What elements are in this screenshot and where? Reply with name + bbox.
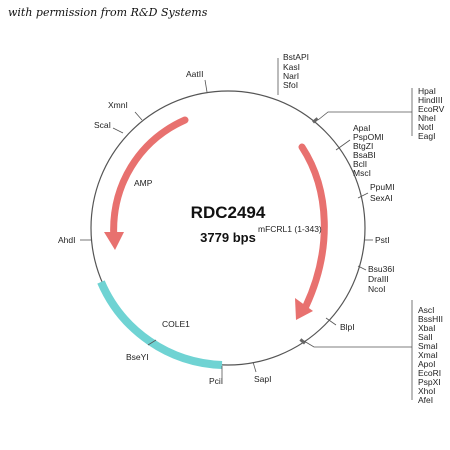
mcs2-site-10: AfeI	[418, 395, 433, 405]
site-bcli: BclI	[353, 159, 367, 169]
mcs1-site-1: HindIII	[418, 95, 443, 105]
mcs1-site-3: NheI	[418, 113, 436, 123]
blpi-tick	[325, 317, 337, 326]
mcs1-site-5: EagI	[418, 131, 436, 141]
insert-arrowhead	[295, 298, 313, 320]
site-sexai: SexAI	[370, 193, 393, 203]
credit-note: with permission from R&D Systems	[8, 6, 208, 19]
site-bseyi: BseYI	[126, 352, 149, 362]
site-blpi: BlpI	[340, 322, 355, 332]
plasmid-name: RDC2494	[191, 203, 266, 222]
backbone-circle	[90, 90, 366, 366]
amp-arrow	[110, 116, 189, 244]
site-xmni: XmnI	[108, 100, 128, 110]
site-apai: ApaI	[353, 123, 371, 133]
ppumi-tick	[357, 192, 369, 199]
site-sfoi: SfoI	[283, 80, 298, 90]
mcs1-site-4: NotI	[418, 122, 434, 132]
mcs2-site-0: AscI	[418, 305, 435, 315]
plasmid-size: 3779 bps	[200, 230, 256, 245]
aati-tick	[204, 79, 208, 93]
mcs1-leader	[317, 111, 412, 121]
mcs2-site-8: PspXI	[418, 377, 441, 387]
mcs2-site-4: SmaI	[418, 341, 438, 351]
mcs1-site-0: HpaI	[418, 86, 436, 96]
site-pcii: PciI	[209, 376, 223, 386]
mcs2-site-7: EcoRI	[418, 368, 441, 378]
site-ppumi: PpuMI	[370, 182, 395, 192]
mcs2-site-9: XhoI	[418, 386, 436, 396]
ori-segment	[97, 280, 223, 369]
site-bsu36i: Bsu36I	[368, 264, 394, 274]
mcs1-marker	[312, 117, 319, 124]
mcs2-site-1: BssHII	[418, 314, 443, 324]
bseyi-tick	[147, 339, 157, 346]
mcs2-marker	[299, 338, 306, 345]
site-ahdi: AhdI	[58, 235, 76, 245]
amp-label: AMP	[134, 178, 153, 188]
sapi-tick	[252, 361, 257, 373]
site-scai: ScaI	[94, 120, 111, 130]
mcs1-site-2: EcoRV	[418, 104, 445, 114]
mcs2-site-6: ApoI	[418, 359, 436, 369]
ori-label: COLE1	[162, 319, 190, 329]
mcs2-site-2: XbaI	[418, 323, 436, 333]
site-aati: AatII	[186, 69, 203, 79]
insert-arrow	[298, 143, 328, 310]
scai-tick	[112, 127, 124, 134]
apai-tick	[335, 139, 351, 151]
site-ncoi: NcoI	[368, 284, 385, 294]
site-dralll: DraIII	[368, 274, 389, 284]
mcs2-site-5: XmaI	[418, 350, 438, 360]
insert-label: mFCRL1 (1-343)	[258, 224, 322, 234]
bsu36i-tick	[357, 265, 367, 271]
site-psti: PstI	[375, 235, 390, 245]
xmni-tick	[134, 111, 143, 121]
site-pspomi: PspOMI	[353, 132, 384, 142]
site-bsabi: BsaBI	[353, 150, 376, 160]
site-kasi: KasI	[283, 62, 300, 72]
mcs2-site-3: SalI	[418, 332, 433, 342]
amp-arrowhead	[104, 232, 124, 250]
site-bstapi: BstAPI	[283, 52, 309, 62]
site-sapi: SapI	[254, 374, 272, 384]
site-btgzi: BtgZI	[353, 141, 373, 151]
mcs2-leader	[303, 340, 412, 348]
site-msci: MscI	[353, 168, 371, 178]
site-nari: NarI	[283, 71, 299, 81]
